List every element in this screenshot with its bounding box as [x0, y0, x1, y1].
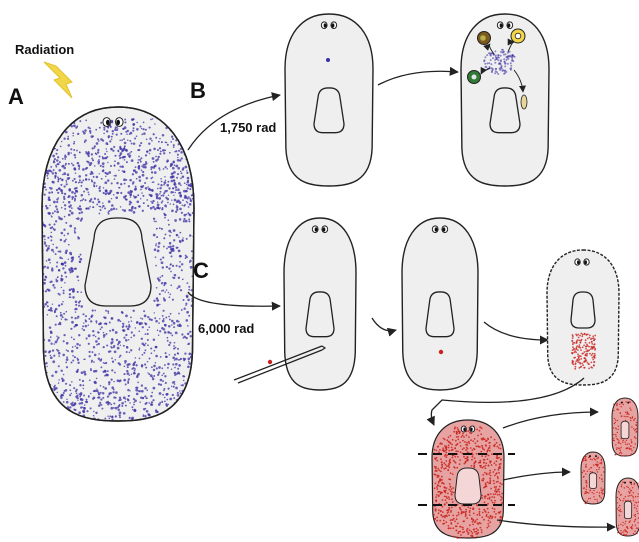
lightning-bolt-icon: [44, 62, 72, 98]
arrow-to-c: [188, 292, 280, 306]
regenerated-fragment-head: [612, 398, 638, 457]
dose-c-label: 6,000 rad: [198, 321, 254, 336]
panel-c-worm-injected: [284, 218, 356, 390]
pharynx: [85, 218, 151, 306]
panel-c-worm-engrafted: [402, 218, 478, 390]
regenerated-worm: [432, 420, 504, 539]
panel-b: [188, 14, 549, 186]
arrow-fragment-tail: [497, 520, 615, 527]
dose-b-label: 1,750 rad: [220, 120, 276, 135]
arrow-c-2: [372, 318, 396, 331]
arrow-b-next: [378, 71, 458, 85]
panel-a-worm: [41, 107, 195, 422]
panel-c: [188, 218, 639, 539]
arrow-fragment-trunk: [503, 472, 570, 480]
arrow-c-3: [484, 322, 548, 340]
panel-b-letter: B: [190, 78, 206, 103]
panel-c-worm-repopulating: [547, 250, 619, 385]
panel-a-letter: A: [8, 84, 24, 109]
panel-b-worm-irradiated: [285, 14, 373, 186]
arrow-fragment-head: [503, 412, 598, 428]
panel-b-worm-differentiated: [461, 14, 549, 186]
radiation-label: Radiation: [15, 42, 74, 57]
regenerated-fragment-trunk: [581, 452, 605, 504]
panel-c-letter: C: [193, 258, 209, 283]
regenerated-fragment-tail: [616, 478, 639, 536]
